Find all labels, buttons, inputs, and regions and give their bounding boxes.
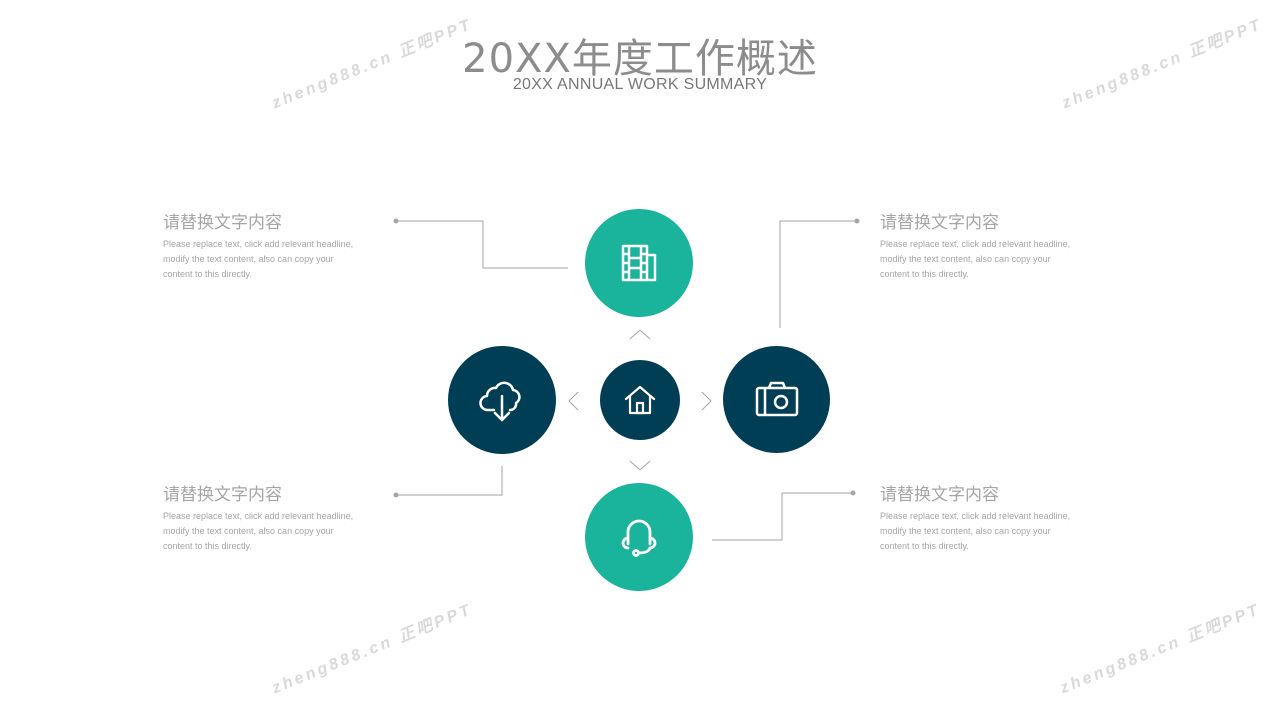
connector-top-right xyxy=(779,220,857,328)
page-title: 20XX年度工作概述 xyxy=(462,36,818,82)
dot-bottom-left xyxy=(393,492,399,498)
text-block-bottom-left: 请替换文字内容 Please replace text, click add r… xyxy=(163,484,363,554)
chevron-left-icon xyxy=(568,391,579,411)
page-subtitle: 20XX ANNUAL WORK SUMMARY xyxy=(512,76,768,93)
circle-right xyxy=(723,346,830,453)
film-icon xyxy=(621,244,657,282)
block-heading: 请替换文字内容 xyxy=(880,485,999,505)
text-block-top-left: 请替换文字内容 Please replace text, click add r… xyxy=(163,212,363,282)
block-heading: 请替换文字内容 xyxy=(163,213,282,233)
circle-top xyxy=(585,209,693,317)
circle-center xyxy=(600,360,680,440)
block-heading: 请替换文字内容 xyxy=(163,485,282,505)
connector-bottom-left xyxy=(396,466,503,496)
block-body: Please replace text, click add relevant … xyxy=(163,239,354,279)
dot-top-left xyxy=(393,218,399,224)
block-body: Please replace text, click add relevant … xyxy=(163,511,354,551)
circle-bottom xyxy=(585,483,693,591)
home-icon xyxy=(624,385,656,415)
cloud-download-icon xyxy=(479,381,521,422)
connector-top-left xyxy=(396,220,568,269)
dot-bottom-right xyxy=(850,490,856,496)
chevron-right-icon xyxy=(701,391,712,411)
camera-icon xyxy=(755,381,798,416)
block-heading: 请替换文字内容 xyxy=(880,213,999,233)
block-body: Please replace text, click add relevant … xyxy=(880,511,1071,551)
chevron-down-icon xyxy=(629,460,651,471)
text-block-bottom-right: 请替换文字内容 Please replace text, click add r… xyxy=(880,484,1080,554)
block-body: Please replace text, click add relevant … xyxy=(880,239,1071,279)
dot-top-right xyxy=(854,218,860,224)
text-block-top-right: 请替换文字内容 Please replace text, click add r… xyxy=(880,212,1080,282)
chevron-up-icon xyxy=(629,329,651,340)
headset-icon xyxy=(621,519,657,557)
circle-left xyxy=(448,346,556,454)
connector-bottom-right xyxy=(712,492,853,541)
